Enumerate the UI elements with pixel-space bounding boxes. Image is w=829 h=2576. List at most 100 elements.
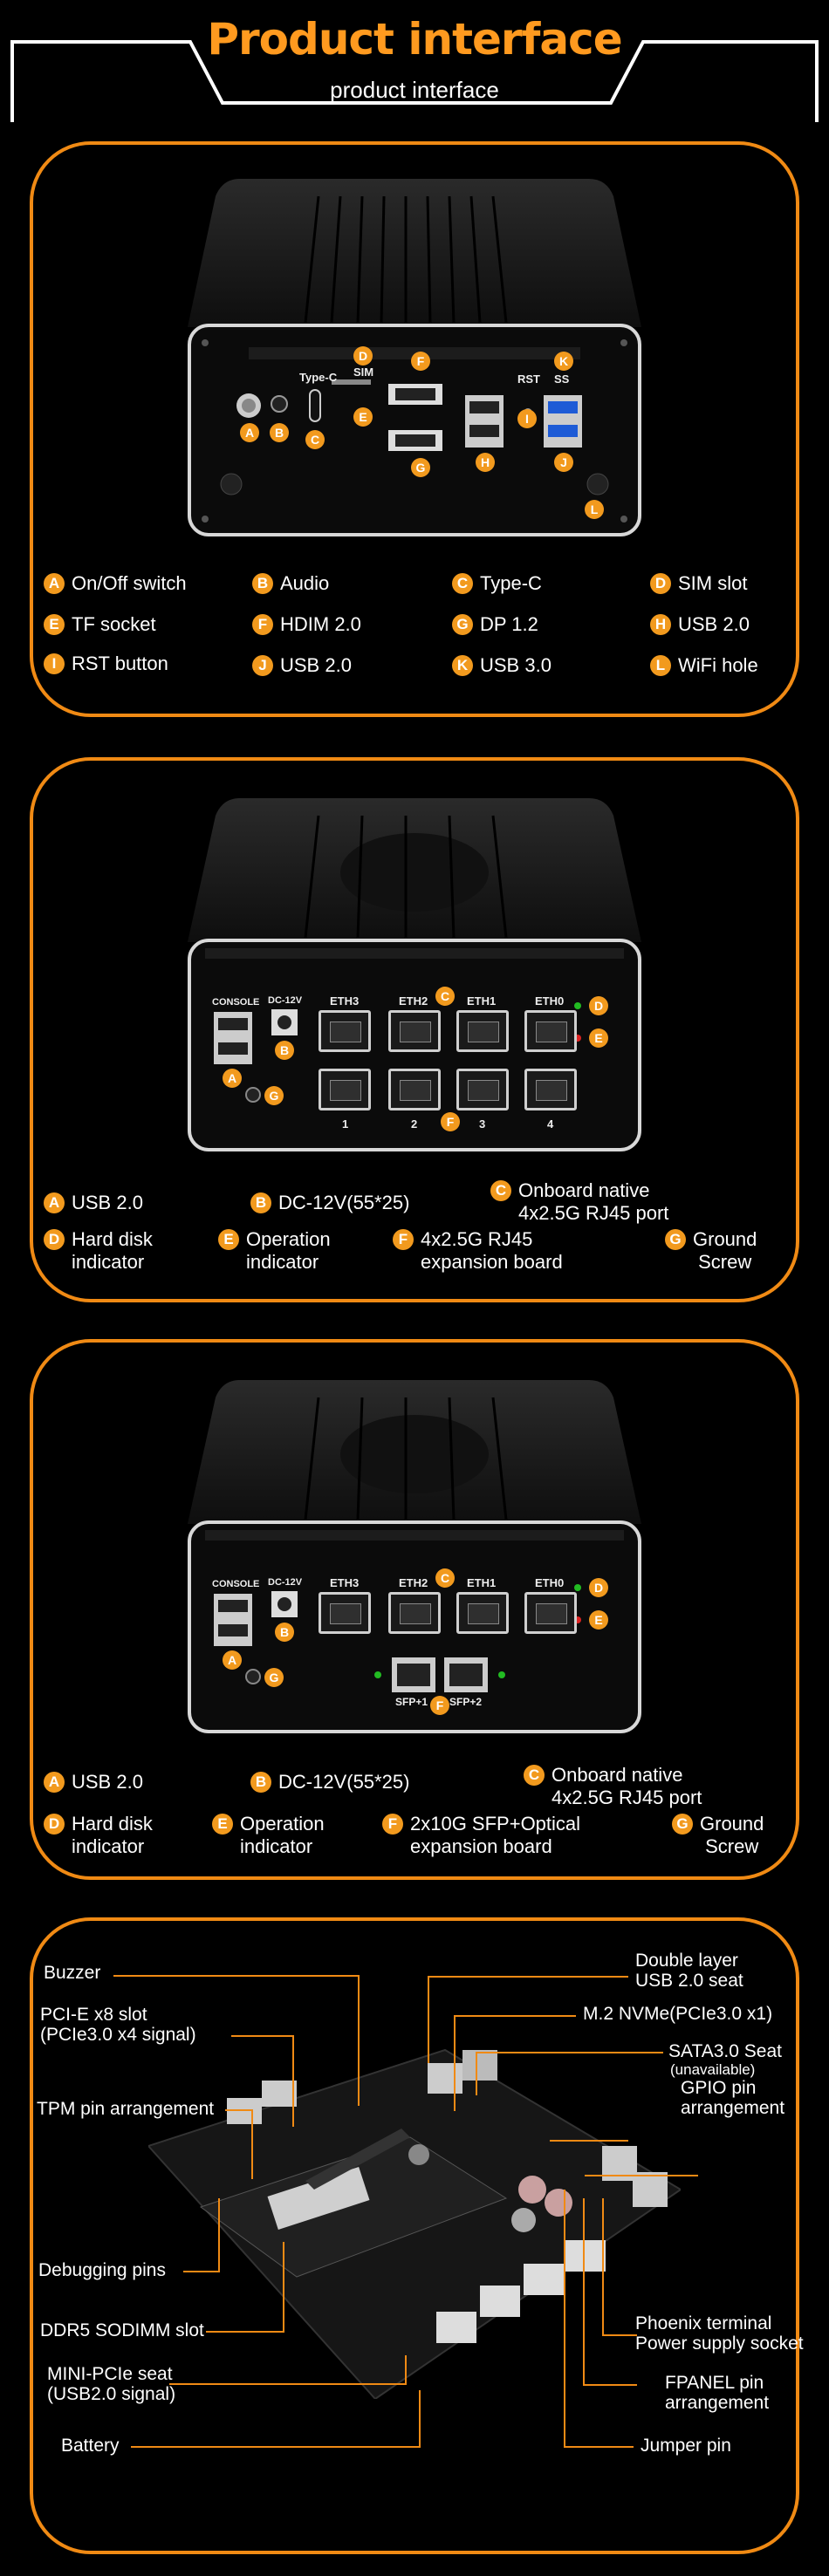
marker-g: G (264, 1668, 284, 1687)
rj45-eth0 (524, 1010, 577, 1052)
rj45-eth2 (388, 1010, 441, 1052)
leader-phoenix-v (602, 2198, 604, 2336)
port-label-typec: Type-C (299, 371, 338, 384)
rj45-exp-4 (524, 1069, 577, 1110)
leader-fpanel-v (583, 2198, 585, 2386)
rj45-eth3 (319, 1010, 371, 1052)
port-label-ss: SS (554, 372, 570, 386)
callout-minipcie: MINI-PCIe seat (USB2.0 signal) (47, 2364, 176, 2404)
label-dc: DC-12V (268, 1577, 303, 1588)
leader-ddr (206, 2331, 283, 2333)
leader-pcie-v (292, 2035, 294, 2127)
marker-e: E (589, 1610, 608, 1630)
marker-f: F (441, 1112, 460, 1131)
label-n4: 4 (547, 1117, 554, 1131)
callout-sata: SATA3.0 Seat (668, 2041, 782, 2061)
header-frame (10, 40, 819, 122)
marker-g: G (411, 458, 430, 477)
port-label-sim: SIM (353, 366, 374, 379)
label-eth1: ETH1 (467, 994, 497, 1008)
marker-l: L (585, 500, 604, 519)
rj45-eth2 (388, 1592, 441, 1634)
rj45-eth0 (524, 1592, 577, 1634)
leader-tpm-v (251, 2109, 253, 2179)
rj45-exp-3 (456, 1069, 509, 1110)
marker-j: J (554, 453, 573, 472)
leader-ddr-v (283, 2242, 284, 2333)
label-eth0: ETH0 (535, 994, 565, 1008)
panel-rear-sfp (30, 1339, 799, 1880)
label-sfp1: SFP+1 (395, 1696, 428, 1708)
marker-c: C (435, 987, 455, 1006)
callout-buzzer: Buzzer (44, 1963, 101, 1983)
port-label-rst: RST (517, 372, 540, 386)
marker-d: D (589, 996, 608, 1015)
page-subtitle: product interface (330, 77, 499, 103)
callout-battery: Battery (61, 2436, 120, 2456)
label-n2: 2 (411, 1117, 418, 1131)
rj45-exp-2 (388, 1069, 441, 1110)
panel-motherboard (30, 1917, 799, 2554)
marker-d: D (589, 1578, 608, 1597)
marker-f: F (430, 1696, 449, 1715)
label-eth3: ETH3 (330, 994, 360, 1008)
leader-pcie (231, 2035, 292, 2037)
callout-jumper: Jumper pin (641, 2436, 731, 2456)
rj45-eth3 (319, 1592, 371, 1634)
leader-usb-v (428, 1976, 429, 2063)
device-front-image: Type-C SIM RST SS A B C D E F G H I J K … (188, 179, 641, 536)
callout-unavailable: (unavailable) (670, 2061, 756, 2078)
callout-tpm: TPM pin arrangement (37, 2099, 215, 2119)
label-dc: DC-12V (268, 995, 303, 1006)
leader-debug (183, 2271, 218, 2272)
device-rear-rj45-image: CONSOLE DC-12V ETH3 ETH2 ETH1 ETH0 1 2 3… (188, 798, 641, 1156)
leader-buzzer (113, 1975, 358, 1977)
leader-battery-v (419, 2390, 421, 2448)
marker-g: G (264, 1086, 284, 1105)
rj45-exp-1 (319, 1069, 371, 1110)
leader-gpio (550, 2140, 628, 2142)
leader-usb (428, 1976, 628, 1978)
label-console: CONSOLE (212, 1579, 260, 1589)
leader-sata-v (476, 2052, 477, 2095)
leader-minipcie-v (405, 2355, 407, 2385)
leader-debug-v (218, 2198, 220, 2272)
marker-b: B (275, 1623, 294, 1642)
leader-gpio2 (585, 2175, 698, 2176)
mini-pc-chassis-sfp (188, 1380, 641, 1733)
leader-tpm (225, 2109, 251, 2111)
marker-a: A (240, 423, 259, 442)
label-eth2: ETH2 (399, 1576, 428, 1589)
marker-e: E (353, 407, 373, 427)
leader-jumper (564, 2446, 634, 2448)
leader-m2-v (454, 2015, 456, 2111)
label-sfp2: SFP+2 (449, 1696, 483, 1708)
callout-phoenix: Phoenix terminal Power supply socket (635, 2313, 804, 2354)
leader-phoenix (602, 2334, 637, 2336)
callout-usb: Double layer USB 2.0 seat (635, 1951, 743, 1991)
label-n3: 3 (479, 1117, 486, 1131)
callout-fpanel: FPANEL pin arrangement (665, 2373, 770, 2413)
marker-a: A (223, 1069, 242, 1088)
device-rear-sfp-image: CONSOLE DC-12V ETH3 ETH2 ETH1 ETH0 SFP+1… (188, 1380, 641, 1738)
marker-h: H (476, 453, 495, 472)
